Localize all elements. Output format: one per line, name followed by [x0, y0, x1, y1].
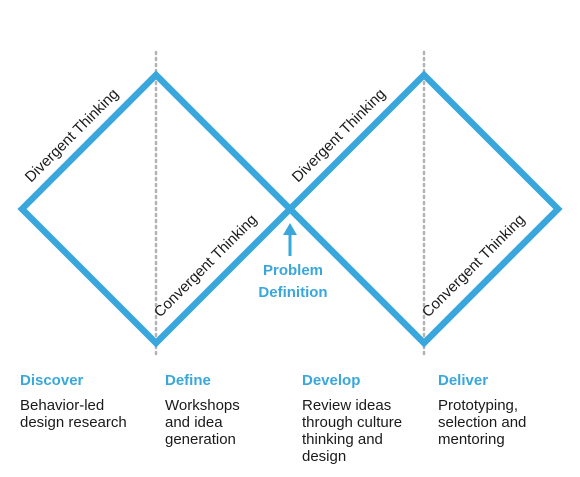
phase-title: Define: [165, 372, 211, 389]
problem-definition-line1: Problem: [263, 262, 323, 279]
label-divergent-thinking-2: Divergent Thinking: [289, 86, 389, 186]
phase-description: Workshops and idea generation: [165, 397, 240, 448]
phase-description: Review ideas through culture thinking an…: [302, 397, 403, 465]
phase-description: Prototyping, selection and mentoring: [438, 397, 527, 448]
phase-title: Develop: [302, 372, 361, 389]
label-convergent-thinking-2: Convergent Thinking: [419, 211, 529, 321]
phase-title: Discover: [20, 372, 84, 389]
problem-definition-line2: Definition: [258, 284, 327, 301]
phase-define: Define Workshops and idea generation: [165, 372, 265, 448]
label-divergent-thinking-1: Divergent Thinking: [22, 86, 122, 186]
phase-title: Deliver: [438, 372, 489, 389]
phase-description: Behavior-led design research: [20, 397, 127, 431]
phase-develop: Develop Review ideas through culture thi…: [302, 372, 422, 465]
phase-deliver: Deliver Prototyping, selection and mento…: [438, 372, 550, 448]
arrow-up-icon: [283, 223, 297, 256]
diamond-right: [285, 70, 563, 348]
label-convergent-thinking-1: Convergent Thinking: [151, 211, 261, 321]
phase-discover: Discover Behavior-led design research: [20, 372, 150, 431]
